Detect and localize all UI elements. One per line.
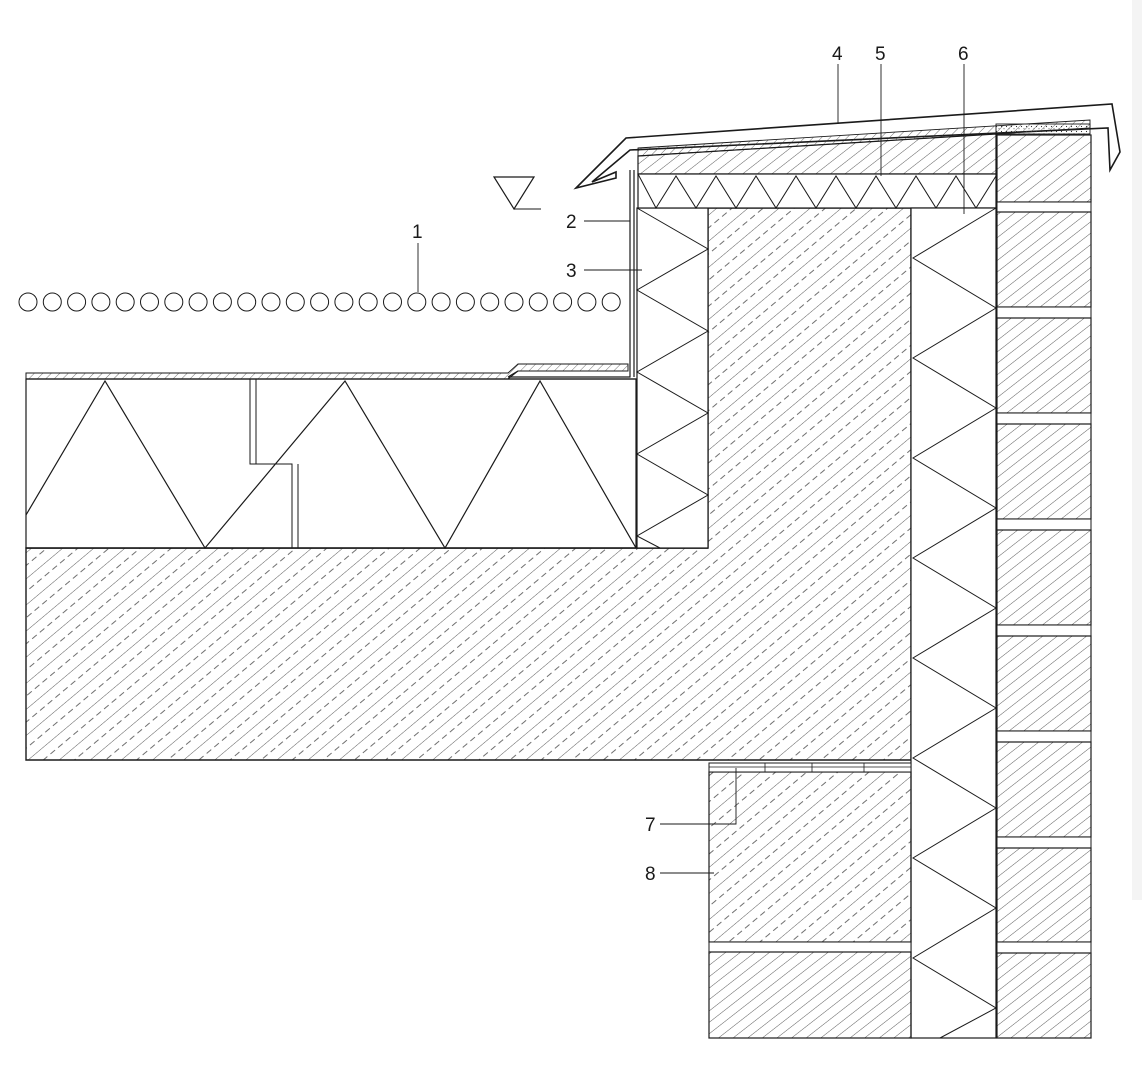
brick-course bbox=[996, 317, 1092, 414]
brick-course bbox=[996, 529, 1092, 626]
gravel-stone bbox=[188, 292, 208, 312]
roof-membrane bbox=[25, 363, 629, 380]
gravel-stone bbox=[480, 292, 500, 312]
gravel-stone bbox=[261, 292, 281, 312]
gravel-stone bbox=[164, 292, 184, 312]
callout-labels: 1 2 3 4 5 6 7 8 bbox=[412, 44, 969, 885]
gravel-stone bbox=[455, 292, 475, 312]
page-edge-strip bbox=[1132, 0, 1142, 900]
water-level-symbol bbox=[492, 176, 541, 211]
inner-masonry-wall bbox=[708, 771, 912, 1039]
gravel-stone bbox=[140, 292, 159, 312]
mortar-joint bbox=[996, 518, 1092, 531]
brick-course bbox=[996, 635, 1092, 732]
roof-insulation bbox=[25, 378, 708, 550]
mortar-joint bbox=[996, 624, 1092, 637]
parapet-insulation bbox=[635, 207, 709, 549]
coping-cap bbox=[573, 103, 1121, 190]
gravel-stone bbox=[601, 292, 621, 312]
brick-course bbox=[996, 423, 1092, 520]
gravel-stone bbox=[67, 292, 87, 312]
gravel-stone bbox=[42, 292, 62, 312]
gravel-stone bbox=[383, 292, 402, 312]
gravel-stone bbox=[358, 292, 378, 312]
gravel-stone bbox=[237, 292, 257, 312]
mortar-joint bbox=[996, 412, 1092, 425]
mortar-joint bbox=[996, 306, 1092, 319]
callout-1: 1 bbox=[412, 222, 423, 243]
gravel-stone bbox=[91, 292, 111, 312]
upstand-flashing bbox=[507, 170, 635, 378]
callout-4: 4 bbox=[832, 44, 843, 65]
callout-5: 5 bbox=[875, 44, 886, 65]
callout-8: 8 bbox=[645, 864, 656, 885]
gravel-stone bbox=[504, 292, 524, 312]
gravel-stone bbox=[212, 292, 232, 312]
mortar-joint bbox=[996, 201, 1092, 213]
brick-course bbox=[996, 741, 1092, 838]
leader-lines bbox=[417, 64, 965, 874]
mortar-joint bbox=[996, 941, 1092, 954]
mortar-joint bbox=[996, 730, 1092, 743]
callout-6: 6 bbox=[958, 44, 969, 65]
gravel-stone bbox=[334, 292, 354, 312]
gravel-layer bbox=[18, 292, 621, 312]
gravel-stone bbox=[285, 292, 305, 312]
mortar-joint bbox=[996, 836, 1092, 849]
gravel-stone bbox=[528, 292, 548, 312]
outer-brick-wall bbox=[996, 134, 1092, 1039]
callout-7: 7 bbox=[645, 815, 656, 836]
callout-3: 3 bbox=[566, 261, 577, 282]
gravel-stone bbox=[431, 292, 451, 312]
parapet-top-board bbox=[637, 133, 997, 210]
gravel-stone bbox=[407, 292, 427, 312]
brick-course bbox=[996, 952, 1092, 1039]
brick-course bbox=[996, 847, 1092, 943]
brick-course bbox=[996, 211, 1092, 308]
gravel-stone bbox=[577, 292, 597, 312]
gravel-stone bbox=[115, 292, 135, 312]
brick-course bbox=[996, 134, 1092, 203]
bearing-strip bbox=[708, 762, 912, 773]
gravel-stone bbox=[18, 292, 38, 312]
gravel-stone bbox=[310, 292, 330, 312]
wall-cavity-insulation bbox=[910, 207, 998, 1039]
gravel-stone bbox=[553, 292, 573, 312]
callout-2: 2 bbox=[566, 212, 577, 233]
